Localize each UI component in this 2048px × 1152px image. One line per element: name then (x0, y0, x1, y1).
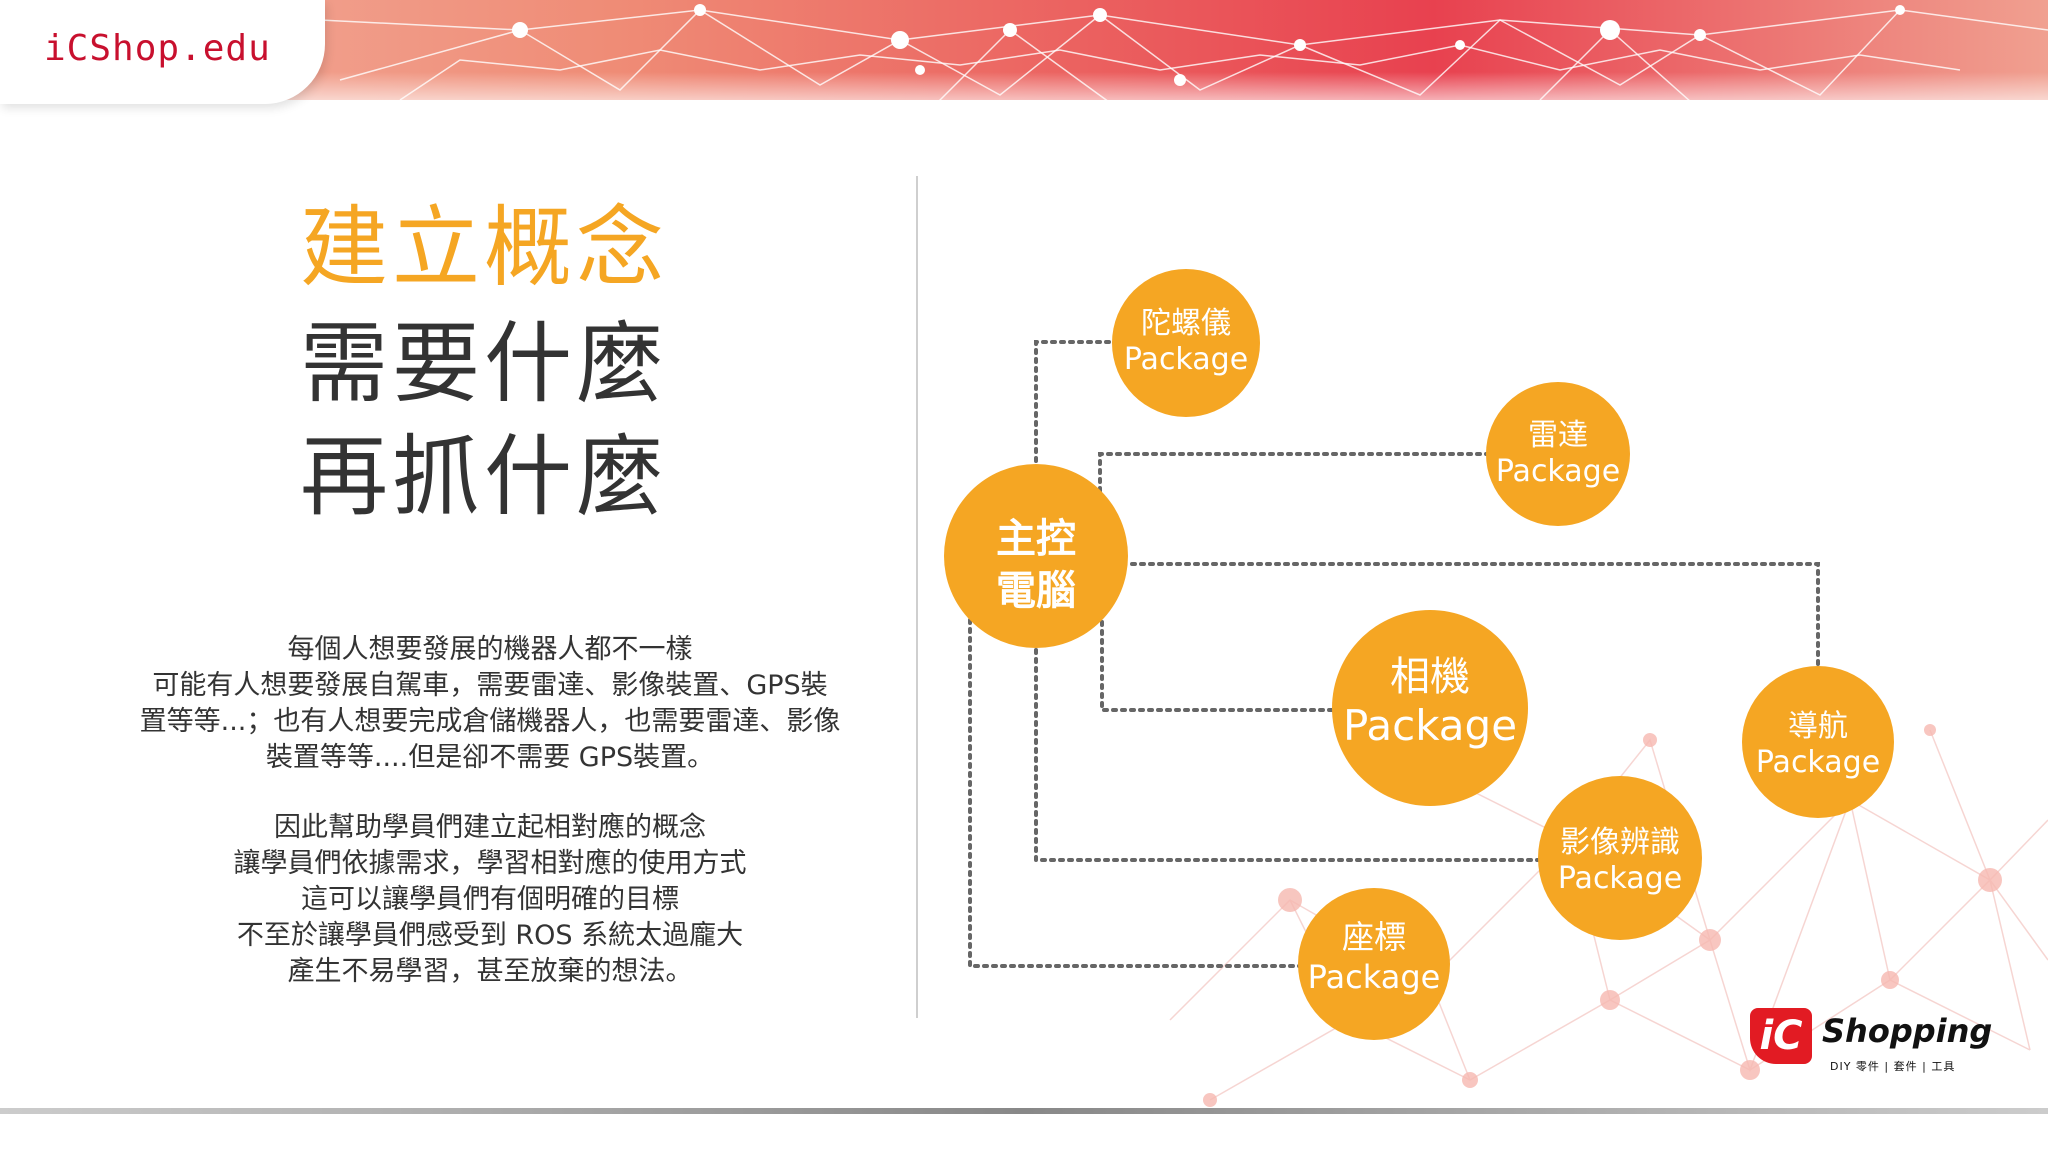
brand-ic-mark: iC (1750, 1008, 1812, 1064)
text-line: 每個人想要發展的機器人都不一樣 (287, 634, 693, 665)
coord-package-node: 座標 Package (1298, 888, 1450, 1040)
main-node-line1: 主控 (996, 516, 1076, 562)
vision-node-sub: Package (1558, 861, 1682, 896)
camera-node-sub: Package (1343, 701, 1517, 750)
main-computer-node: 主控 電腦 (944, 464, 1128, 648)
connector-radar (1098, 452, 1490, 502)
text-line: 置等等...；也有人想要完成倉儲機器人，也需要雷達、影像 (139, 706, 841, 737)
header-network-banner (0, 0, 2048, 120)
camera-node-name: 相機 (1390, 654, 1470, 700)
connector-nav (1130, 562, 1820, 680)
brand-tagline: DIY 零件 | 套件 | 工具 (1830, 1060, 1956, 1073)
radar-package-node: 雷達 Package (1486, 382, 1630, 526)
site-logo: iCShop.edu (44, 28, 271, 69)
nav-package-node: 導航 Package (1742, 666, 1894, 818)
gyro-node-sub: Package (1124, 342, 1248, 377)
radar-node-name: 雷達 (1528, 418, 1588, 453)
vertical-divider (916, 176, 918, 1018)
gyro-package-node: 陀螺儀 Package (1112, 269, 1260, 417)
connector-gyro (1034, 340, 1114, 472)
connector-camera (1100, 620, 1336, 712)
title-line-3: 再抓什麼 (300, 425, 669, 528)
vision-package-node: 影像辨識 Package (1538, 776, 1702, 940)
gyro-node-name: 陀螺儀 (1141, 306, 1231, 341)
text-line: 不至於讓學員們感受到 ROS 系統太過龐大 (236, 920, 744, 951)
title-line-2: 需要什麼 (300, 312, 669, 415)
text-line: 讓學員們依據需求，學習相對應的使用方式 (233, 848, 747, 879)
logo-tab: iCShop.edu (0, 0, 325, 104)
nav-node-name: 導航 (1788, 709, 1848, 744)
vision-node-name: 影像辨識 (1560, 825, 1680, 860)
text-line: 裝置等等....但是卻不需要 GPS裝置。 (265, 742, 715, 773)
text-line: 產生不易學習，甚至放棄的想法。 (287, 956, 693, 987)
coord-node-sub: Package (1308, 958, 1441, 996)
title-line-1: 建立概念 (300, 196, 669, 299)
nav-node-sub: Package (1756, 745, 1880, 780)
footer-bar (0, 1108, 2048, 1114)
description-paragraph-1: 每個人想要發展的機器人都不一樣 可能有人想要發展自駕車，需要雷達、影像裝置、GP… (90, 632, 890, 776)
description-paragraph-2: 因此幫助學員們建立起相對應的概念 讓學員們依據需求，學習相對應的使用方式 這可以… (90, 810, 890, 990)
coord-node-name: 座標 (1342, 918, 1406, 956)
brand-name: Shopping (1822, 1012, 1993, 1050)
camera-package-node: 相機 Package (1332, 610, 1528, 806)
connector-vision (1034, 648, 1554, 862)
text-line: 可能有人想要發展自駕車，需要雷達、影像裝置、GPS裝 (152, 670, 828, 701)
radar-node-sub: Package (1496, 454, 1620, 489)
text-line: 因此幫助學員們建立起相對應的概念 (274, 812, 706, 843)
text-line: 這可以讓學員們有個明確的目標 (301, 884, 679, 915)
icshopping-logo: iC Shopping DIY 零件 | 套件 | 工具 (1750, 1008, 1992, 1078)
main-node-line2: 電腦 (996, 568, 1076, 614)
connector-coord (968, 618, 1302, 968)
